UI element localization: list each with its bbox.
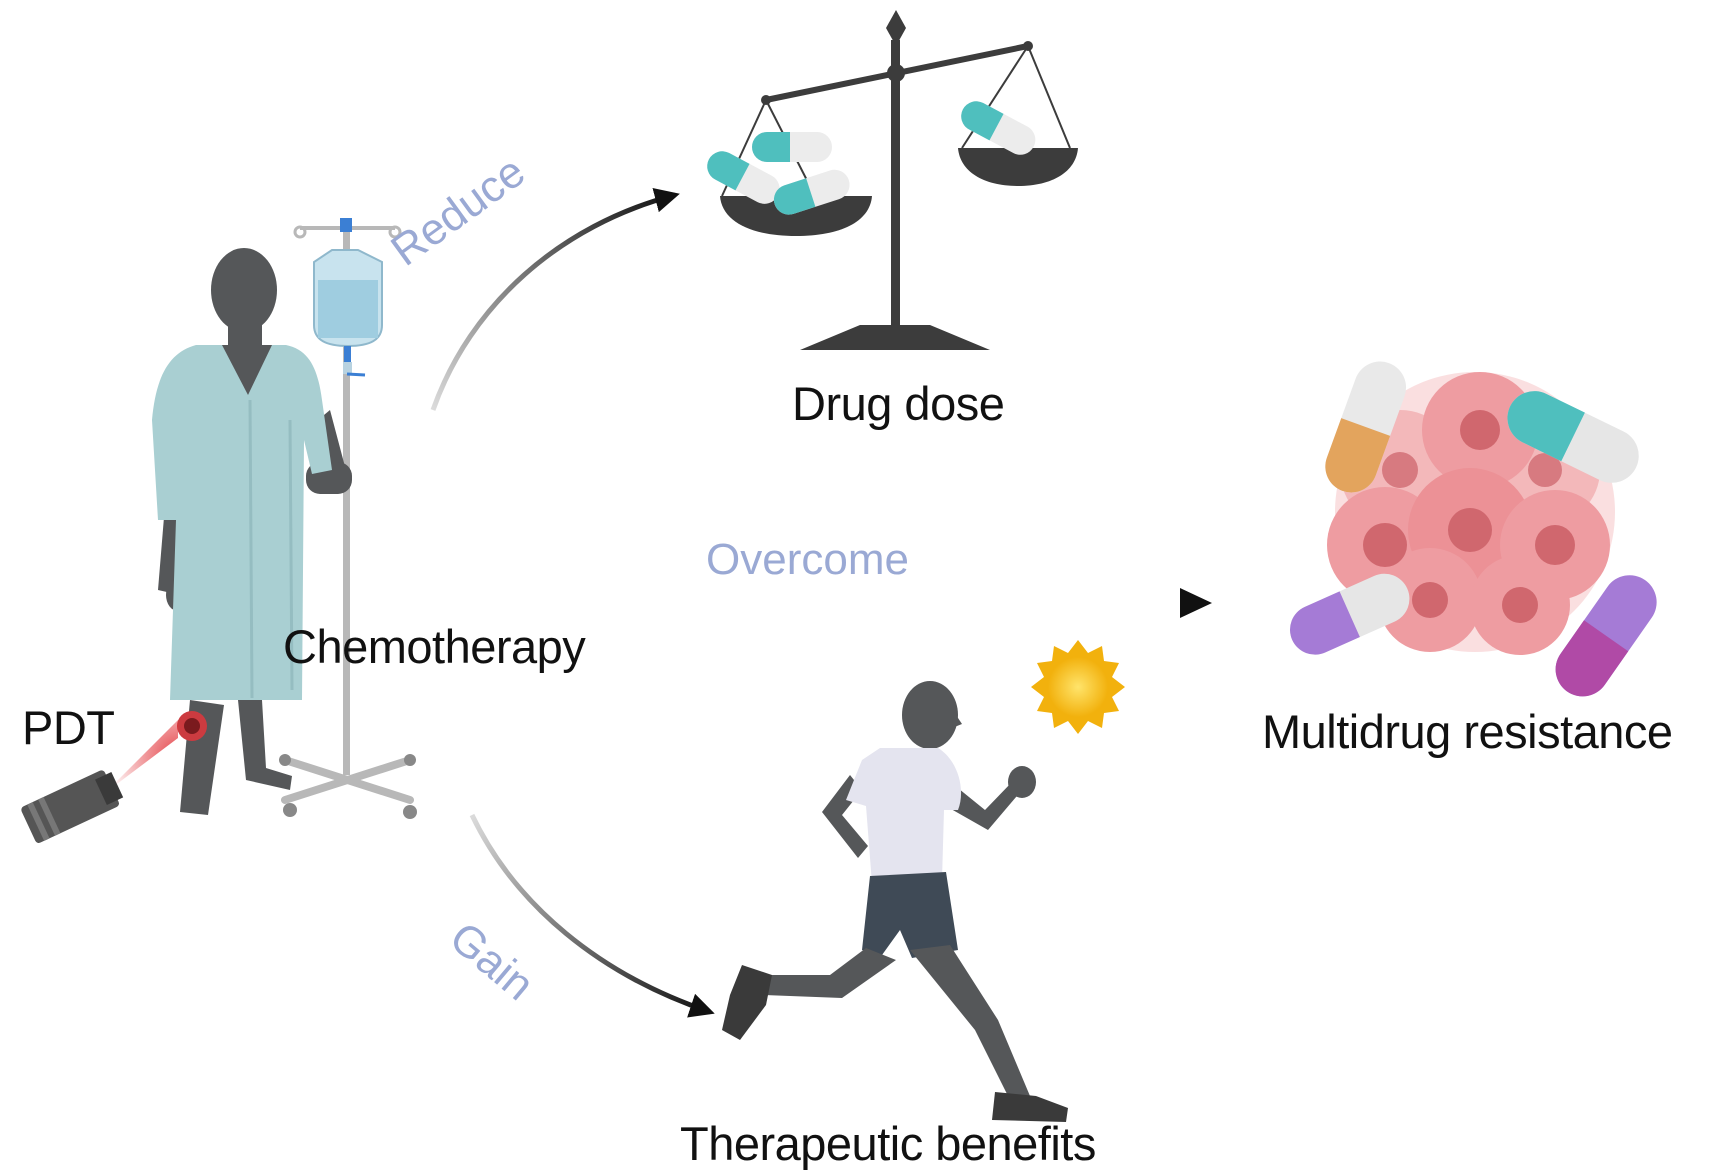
label-multidrug-resistance: Multidrug resistance	[1262, 705, 1673, 758]
tumor-cell-cluster-icon	[1327, 372, 1615, 655]
capsule-icon	[773, 169, 850, 215]
label-drug-dose: Drug dose	[792, 377, 1005, 430]
capsule-icon	[707, 151, 780, 204]
patient-icon	[152, 248, 352, 815]
balance-scale-icon	[707, 10, 1078, 350]
arrow-label-overcome: Overcome	[706, 535, 909, 584]
arrow-gain	[469, 813, 715, 1018]
iv-drip-stand-icon	[279, 218, 417, 819]
capsule-icon	[1290, 573, 1410, 655]
capsule-icon	[1325, 361, 1407, 493]
runner-icon	[722, 681, 1068, 1122]
capsule-icon	[752, 132, 832, 162]
arrow-overcome	[520, 588, 1212, 618]
label-therapeutic-benefits: Therapeutic benefits	[680, 1117, 1096, 1170]
capsule-icon	[961, 101, 1036, 155]
arrow-reduce	[430, 187, 680, 411]
label-chemotherapy: Chemotherapy	[283, 620, 586, 673]
sun-icon	[1031, 640, 1125, 734]
capsule-icon	[1507, 391, 1639, 483]
capsule-icon	[1555, 575, 1657, 697]
laser-device-icon	[21, 720, 178, 843]
label-pdt: PDT	[22, 701, 115, 754]
